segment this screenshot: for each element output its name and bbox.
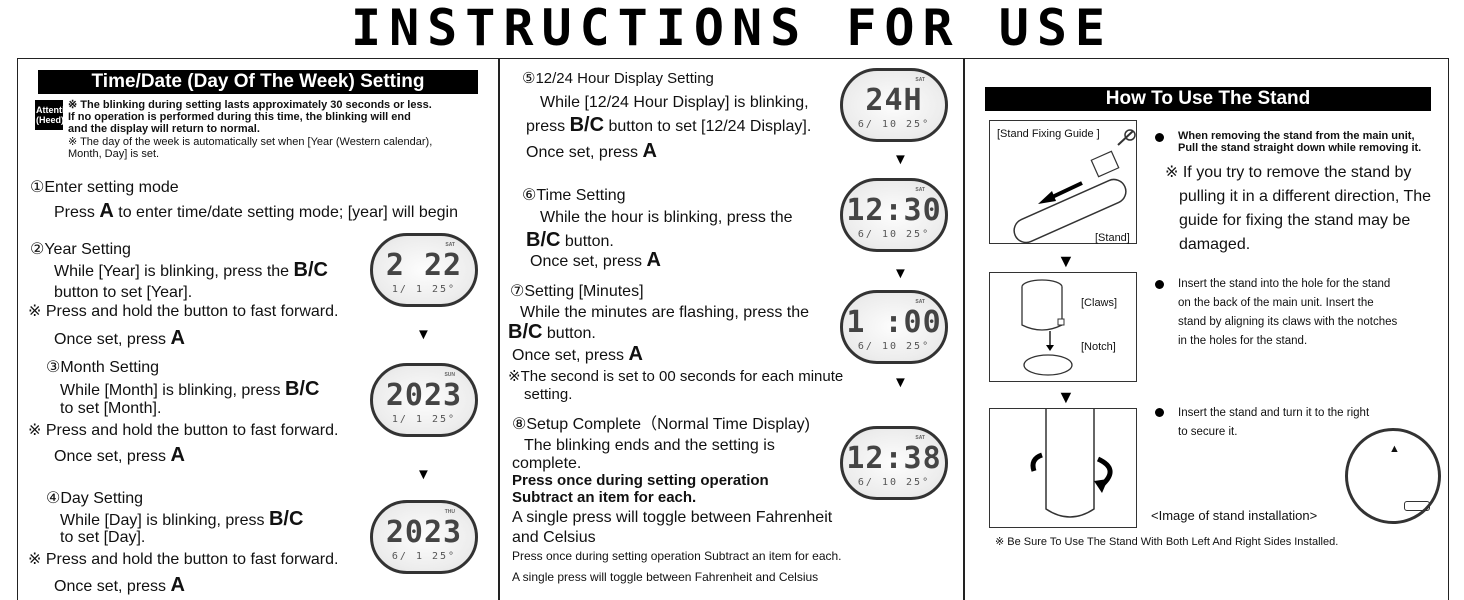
- down-arrow-icon: ▼: [1057, 387, 1075, 407]
- step-title: ⑧Setup Complete（Normal Time Display): [512, 416, 810, 433]
- step-text: B/C button.: [508, 321, 596, 343]
- step-once: Once set, press A: [54, 444, 185, 466]
- step-text: While [Month] is blinking, press B/C: [60, 378, 320, 400]
- section-heading: Time/Date (Day Of The Week) Setting: [38, 70, 478, 94]
- attention-note: ※ The day of the week is automatically s…: [68, 136, 433, 160]
- column-divider: [963, 58, 965, 600]
- step-small-text: Press once during setting operation Subt…: [512, 549, 842, 563]
- step-title: ②Year Setting: [30, 241, 131, 258]
- down-arrow-icon: ▼: [893, 265, 908, 282]
- step-title: ③Month Setting: [46, 359, 160, 376]
- stand-removal-illustration: [989, 120, 1137, 244]
- triangle-icon: ▲: [1389, 443, 1400, 455]
- step-note: ※The second is set to 00 seconds for eac…: [508, 368, 844, 385]
- footer-note: ※ Be Sure To Use The Stand With Both Lef…: [995, 536, 1339, 548]
- step-title: ⑦Setting [Minutes]: [510, 283, 644, 300]
- lcd-display-year: SAT 2 22 1/ 1 25°: [370, 233, 478, 307]
- step-text: Press A to enter time/date setting mode;…: [54, 200, 458, 222]
- lcd-display-month: SUN 2023 1/ 1 25°: [370, 363, 478, 437]
- page-title: INSTRUCTIONS FOR USE: [350, 0, 1114, 57]
- step-text: B/C button.: [526, 229, 614, 251]
- lcd-display-hour-format: SAT 24H 6/ 10 25°: [840, 68, 948, 142]
- step-text: The blinking ends and the setting is: [524, 437, 775, 454]
- step-note: ※ Press and hold the button to fast forw…: [28, 303, 339, 320]
- step-text: While [12/24 Hour Display] is blinking,: [540, 94, 809, 111]
- step-once: Once set, press A: [512, 343, 643, 365]
- step-bold-text: Press once during setting operation: [512, 472, 769, 489]
- step-once: Once set, press A: [526, 140, 657, 162]
- label-stand: [Stand]: [1095, 232, 1130, 244]
- stand-turn-illustration: [989, 408, 1137, 528]
- robot-vacuum-image: ▲: [1345, 428, 1441, 524]
- lcd-display-complete: SAT 12:38 6/ 10 25°: [840, 426, 948, 500]
- step-title: ④Day Setting: [46, 490, 144, 507]
- instruction-bold: When removing the stand from the main un…: [1178, 130, 1422, 154]
- step-once: Once set, press A: [54, 327, 185, 349]
- image-caption: <Image of stand installation>: [1151, 508, 1318, 523]
- down-arrow-icon: ▼: [416, 326, 431, 343]
- instruction-text: Insert the stand and turn it to the righ…: [1178, 407, 1370, 438]
- instruction-text: Insert the stand into the hole for the s…: [1178, 278, 1398, 347]
- step-once: Once set, press A: [54, 574, 185, 596]
- step-text: press B/C button to set [12/24 Display].: [526, 114, 812, 136]
- step-small-text: A single press will toggle between Fahre…: [512, 570, 819, 584]
- step-text: A single press will toggle between Fahre…: [512, 509, 833, 526]
- step-text: to set [Month].: [60, 400, 162, 417]
- left-panel: Time/Date (Day Of The Week) Setting Atte…: [18, 58, 498, 600]
- down-arrow-icon: ▼: [893, 151, 908, 168]
- step-text: complete.: [512, 455, 582, 472]
- stand-removal-drawing: [1013, 129, 1136, 244]
- attention-badge: Attention (Heed): [35, 100, 76, 130]
- step-text: to set [Day].: [60, 529, 146, 546]
- section-heading: How To Use The Stand: [985, 87, 1431, 111]
- down-arrow-icon: ▼: [893, 374, 908, 391]
- column-divider: [498, 58, 500, 600]
- attention-text: ※ The blinking during setting lasts appr…: [68, 99, 432, 135]
- content-frame: [17, 58, 1449, 600]
- lcd-display-minutes: SAT 1 :00 6/ 10 25°: [840, 290, 948, 364]
- step-note: ※ Press and hold the button to fast forw…: [28, 551, 339, 568]
- step-text: and Celsius: [512, 529, 596, 546]
- step-text: While [Day] is blinking, press B/C: [60, 508, 304, 530]
- right-panel: How To Use The Stand [Stand Fixing Guide…: [965, 58, 1449, 600]
- step-title: ①Enter setting mode: [30, 179, 179, 196]
- step-note: setting.: [524, 386, 573, 403]
- step-note: ※ Press and hold the button to fast forw…: [28, 422, 339, 439]
- step-text: While the minutes are flashing, press th…: [520, 304, 810, 321]
- step-title: ⑤12/24 Hour Display Setting: [522, 70, 714, 87]
- step-text: While [Year] is blinking, press the B/C: [54, 259, 328, 281]
- step-text: While the hour is blinking, press the: [540, 209, 793, 226]
- step-title: ⑥Time Setting: [522, 187, 626, 204]
- down-arrow-icon: ▼: [1057, 251, 1075, 271]
- down-arrow-icon: ▼: [416, 466, 431, 483]
- label-stand-fixing-guide: [Stand Fixing Guide ]: [997, 128, 1100, 140]
- step-once: Once set, press A: [530, 249, 661, 271]
- lcd-display-day: THU 2023 6/ 1 25°: [370, 500, 478, 574]
- stand-insert-drawing: [1021, 279, 1073, 376]
- step-bold-text: Subtract an item for each.: [512, 489, 697, 506]
- stand-turn-drawing: [1030, 409, 1113, 518]
- instruction-note: ※ If you try to remove the stand by pull…: [1165, 164, 1432, 253]
- lcd-display-time: SAT 12:30 6/ 10 25°: [840, 178, 948, 252]
- stand-insert-illustration: [989, 272, 1137, 382]
- label-claws: [Claws]: [1081, 297, 1118, 309]
- bullet-icon: [1155, 280, 1164, 289]
- step-text: button to set [Year].: [54, 284, 193, 301]
- label-notch: [Notch]: [1081, 341, 1116, 353]
- panel-icon: [1404, 501, 1430, 511]
- bullet-icon: [1155, 133, 1164, 142]
- bullet-icon: [1155, 408, 1164, 417]
- middle-panel: ⑤12/24 Hour Display Setting While [12/24…: [500, 58, 963, 600]
